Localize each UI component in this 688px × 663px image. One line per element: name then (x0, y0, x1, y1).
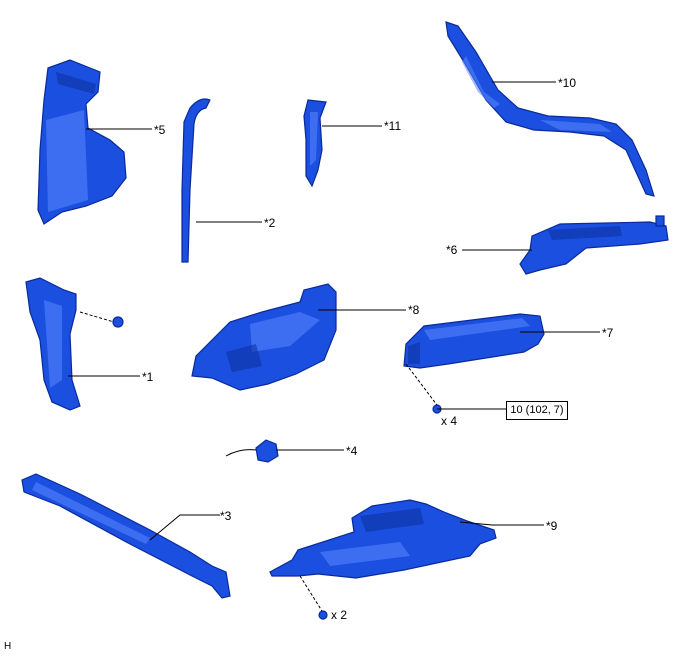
screw-quantity-9: x 2 (331, 608, 348, 622)
part-3-scuff-plate (21, 473, 231, 599)
part-9-screw (318, 610, 328, 620)
fastener-guides (79, 311, 438, 612)
callout-8: *8 (408, 303, 420, 317)
part-4-clip (225, 439, 279, 463)
corner-mark: H (4, 641, 12, 652)
callout-1: *1 (142, 370, 154, 384)
part-8-side-trim (191, 283, 337, 391)
callout-9: *9 (546, 519, 558, 533)
part-11-pillar-garnish (303, 99, 327, 188)
screw-quantity-7: x 4 (441, 414, 458, 428)
leader-lines (68, 81, 600, 541)
callout-7: *7 (602, 326, 614, 340)
callout-4: *4 (346, 444, 358, 458)
part-10-upper-garnish (445, 21, 655, 197)
part-1-clip (112, 316, 124, 328)
part-1-lower-pillar-trim (25, 277, 81, 411)
part-9-floor-tray (269, 499, 497, 579)
torque-spec-box: 10 (102, 7) (506, 401, 568, 420)
part-6-trim-bracket (519, 215, 669, 275)
callout-10: *10 (558, 76, 577, 90)
part-2-pillar-strip (181, 98, 211, 263)
part-7-trim-box (403, 313, 545, 369)
callout-6: *6 (446, 243, 458, 257)
callout-2: *2 (264, 216, 276, 230)
part-5-quarter-trim-upper (37, 59, 127, 225)
callout-11: *11 (384, 119, 402, 133)
callout-3: *3 (220, 509, 232, 523)
callout-5: *5 (154, 123, 166, 137)
